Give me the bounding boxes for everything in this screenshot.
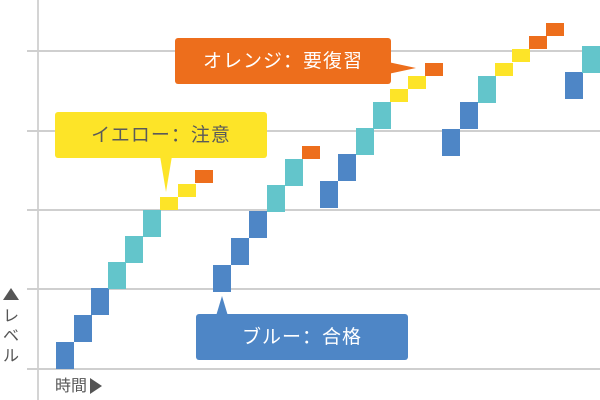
gridline [27,130,600,132]
callout-yellow-text: イエロー：注意 [91,123,231,146]
step-block-blue [91,288,109,315]
step-block-blue [460,102,478,129]
step-block-blue [56,342,74,369]
step-block-teal [582,46,600,73]
step-block-orange [546,23,564,36]
step-block-blue [213,265,231,292]
step-block-teal [356,128,374,155]
y-axis-label-char: ベ [2,326,19,345]
step-block-blue [320,181,338,208]
step-block-yellow [512,49,530,62]
x-axis-label-text: 時間 [55,376,88,395]
step-block-teal [373,102,391,129]
right-arrow-icon [90,378,103,394]
step-block-teal [143,210,161,237]
up-arrow-icon [3,288,19,300]
callout-yellow: イエロー：注意 [55,112,267,158]
y-axis-label-char: ル [2,346,19,365]
step-block-teal [125,236,143,263]
step-block-blue [442,129,460,156]
y-axis-label: レ ベ ル [2,288,20,366]
step-block-yellow [495,63,513,76]
step-block-blue [565,72,583,99]
callout-blue-pointer [216,296,228,316]
callout-blue: ブルー：合格 [196,314,408,360]
gridline [27,209,600,211]
x-axis-label: 時間 [55,376,103,396]
callout-orange-text: オレンジ：要復習 [202,49,363,72]
step-block-yellow [390,89,408,102]
step-block-teal [285,159,303,186]
step-block-yellow [408,76,426,89]
callout-orange: オレンジ：要復習 [175,38,391,84]
callout-orange-pointer [388,62,416,74]
callout-yellow-pointer [160,156,172,192]
step-block-orange [529,36,547,49]
step-block-blue [338,154,356,181]
step-block-orange [195,170,213,183]
step-block-orange [302,146,320,159]
step-block-teal [108,262,126,289]
step-block-blue [231,238,249,265]
gridline [27,368,600,370]
step-block-orange [425,63,443,76]
step-block-teal [478,76,496,103]
gridline [27,288,600,290]
y-axis-label-char: レ [2,306,19,325]
step-block-blue [74,315,92,342]
step-block-blue [249,211,267,238]
callout-blue-text: ブルー：合格 [241,325,362,348]
step-block-yellow [160,197,178,210]
y-axis-line [37,0,39,400]
step-block-yellow [178,184,196,197]
step-block-teal [267,185,285,212]
